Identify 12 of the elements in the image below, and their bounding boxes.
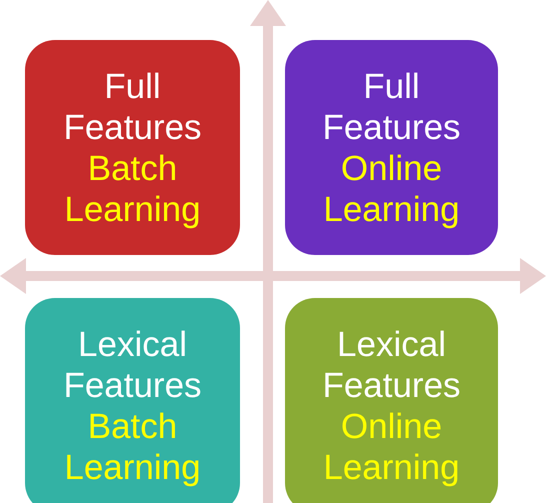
feature-text: Lexical Features [321,324,462,406]
quadrant-box [25,298,240,503]
learning-mode-text: Online Learning [322,148,461,230]
feature-text: Lexical Features [62,324,203,406]
feature-text: Full Features [62,66,203,148]
learning-mode-text: Batch Learning [63,148,202,230]
quadrant-box [285,298,498,503]
feature-text: Full Features [321,66,462,148]
learning-mode-text: Online Learning [322,406,461,488]
learning-mode-text: Batch Learning [63,406,202,488]
quadrant-box [25,40,240,255]
quadrant-box [285,40,498,255]
